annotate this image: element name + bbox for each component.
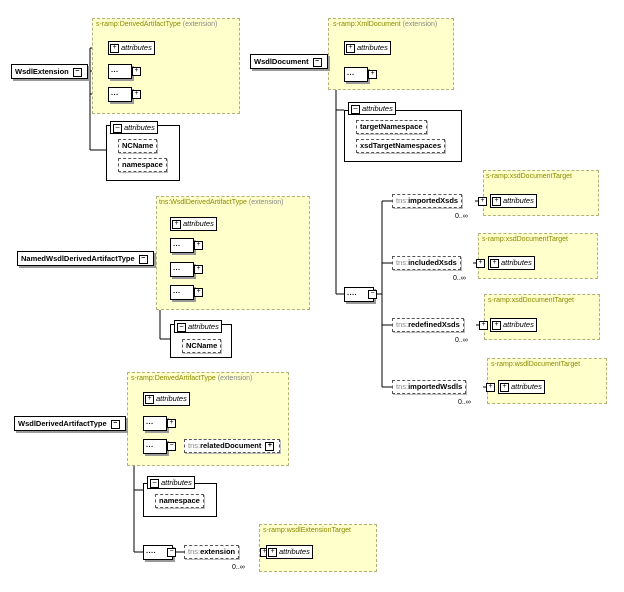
sequence-expand-icon[interactable]: + [194, 288, 203, 297]
expand-icon[interactable]: + [172, 219, 181, 229]
collapse-icon[interactable]: − [113, 123, 122, 133]
wsdl-derived-namespace-attribute[interactable]: namespace [155, 494, 204, 508]
extension-target-type: s-ramp:wsdlExtensionTarget [263, 527, 351, 534]
wsdl-derived-sequence-2[interactable]: ··· [143, 439, 167, 454]
wsdl-document-attributes[interactable]: +attributes [344, 41, 391, 55]
wsdl-document-child-sequence[interactable]: ···· [344, 287, 374, 302]
sequence-expand-icon-1[interactable]: + [132, 67, 141, 76]
wsdl-document-base-type: s-ramp:XmlDocument (extension) [333, 21, 438, 28]
expand-icon[interactable]: + [492, 320, 501, 330]
named-wsdl-attr-header[interactable]: −attributes [174, 320, 222, 333]
wsdl-derived-base-type: s-ramp:DerivedArtifactType (extension) [131, 375, 253, 382]
named-wsdl-base-type: tns:WsdlDerivedArtifactType (extension) [159, 199, 284, 206]
imported-xsds-element[interactable]: tns:importedXsds [392, 194, 463, 208]
named-sequence-2[interactable]: ··· [170, 262, 194, 277]
expand-icon[interactable]: + [476, 259, 485, 268]
wsdl-extension-attributes[interactable]: +attributes [108, 41, 155, 55]
named-ncname-attribute[interactable]: NCName [182, 339, 222, 353]
imported-xsds-occurrence: 0..∞ [455, 213, 468, 220]
wsdl-derived-sequence-1[interactable]: ··· [143, 416, 167, 431]
sequence-expand-icon[interactable]: + [194, 241, 203, 250]
included-xsds-target-type: s-ramp:xsdDocumentTarget [482, 236, 568, 243]
wsdl-extension-element[interactable]: WsdlExtension− [11, 64, 88, 79]
collapse-icon[interactable]: − [138, 254, 148, 264]
collapse-icon[interactable]: − [110, 419, 120, 429]
wsdl-derived-sequence-3[interactable]: ···· [143, 545, 173, 560]
related-document-element[interactable]: tns:relatedDocument+ [184, 439, 281, 453]
redefined-xsds-target-type: s-ramp:xsdDocumentTarget [488, 297, 574, 304]
expand-icon[interactable]: + [479, 321, 488, 330]
sequence-expand-icon[interactable]: + [368, 70, 377, 79]
collapse-icon[interactable]: − [150, 478, 159, 488]
wsdl-derived-element[interactable]: WsdlDerivedArtifactType− [14, 416, 126, 431]
included-xsds-occurrence: 0..∞ [453, 275, 466, 282]
collapse-icon[interactable]: − [351, 104, 360, 114]
ncname-attribute[interactable]: NCName [118, 139, 158, 153]
sequence-expand-icon-2[interactable]: + [132, 90, 141, 99]
expand-icon[interactable]: + [490, 258, 499, 268]
expand-icon[interactable]: + [478, 197, 487, 206]
child-sequence-collapse-icon[interactable]: − [368, 290, 377, 299]
imported-xsds-target-type: s-ramp:xsdDocumentTarget [486, 173, 572, 180]
named-wsdl-attributes[interactable]: +attributes [170, 217, 217, 231]
redefined-xsds-target-panel [484, 294, 600, 340]
imported-wsdls-element[interactable]: tns:importedWsdls [392, 380, 467, 394]
wsdl-document-attr-group [344, 110, 462, 162]
sequence-compositor-1[interactable]: ··· [108, 64, 132, 79]
expand-icon[interactable]: + [110, 43, 119, 53]
collapse-icon[interactable]: − [177, 322, 186, 332]
named-sequence-3[interactable]: ··· [170, 285, 194, 300]
extension-element[interactable]: tns:extension [184, 545, 240, 559]
collapse-icon[interactable]: − [312, 57, 322, 67]
expand-icon[interactable]: + [265, 441, 275, 451]
expand-icon[interactable]: + [486, 383, 495, 392]
extension-occurrence: 0..∞ [232, 564, 245, 571]
expand-icon[interactable]: + [145, 394, 154, 404]
sequence-expand-icon[interactable]: + [167, 419, 176, 428]
wsdl-extension-base-type: s-ramp:DerivedArtifactType (extension) [96, 21, 218, 28]
imported-xsds-target-panel [483, 170, 599, 216]
included-xsds-element[interactable]: tns:includedXsds [392, 256, 461, 270]
redefined-xsds-occurrence: 0..∞ [455, 337, 468, 344]
expand-icon[interactable]: + [492, 196, 501, 206]
imported-wsdls-attributes[interactable]: +attributes [498, 380, 545, 394]
sequence-collapse-icon[interactable]: − [167, 548, 176, 557]
redefined-xsds-attributes[interactable]: +attributes [490, 318, 537, 332]
sequence-collapse-icon[interactable]: − [167, 442, 176, 451]
extension-attributes[interactable]: +attributes [266, 545, 313, 559]
imported-xsds-attributes[interactable]: +attributes [490, 194, 537, 208]
wsdl-document-element[interactable]: WsdlDocument− [250, 54, 328, 69]
wsdl-extension-attr-header[interactable]: −attributes [110, 121, 158, 134]
wsdl-document-sequence[interactable]: ··· [344, 67, 368, 82]
sequence-expand-icon[interactable]: + [194, 265, 203, 274]
expand-icon[interactable]: + [268, 547, 277, 557]
expand-icon[interactable]: + [346, 43, 355, 53]
wsdl-derived-attributes[interactable]: +attributes [143, 392, 190, 406]
xsd-target-namespaces-attribute[interactable]: xsdTargetNamespaces [356, 139, 446, 153]
expand-icon[interactable]: + [500, 382, 509, 392]
wsdl-derived-attr-header[interactable]: −attributes [147, 476, 195, 489]
sequence-compositor-2[interactable]: ··· [108, 87, 132, 102]
named-wsdl-element[interactable]: NamedWsdlDerivedArtifactType− [17, 251, 154, 266]
target-namespace-attribute[interactable]: targetNamespace [356, 120, 427, 134]
named-sequence-1[interactable]: ··· [170, 238, 194, 253]
wsdl-document-attr-header[interactable]: −attributes [348, 102, 396, 115]
imported-wsdls-occurrence: 0..∞ [458, 399, 471, 406]
namespace-attribute[interactable]: namespace [118, 158, 167, 172]
collapse-icon[interactable]: − [72, 67, 82, 77]
included-xsds-attributes[interactable]: +attributes [488, 256, 535, 270]
imported-wsdls-target-type: s-ramp:wsdlDocumentTarget [491, 361, 581, 368]
redefined-xsds-element[interactable]: tns:redefinedXsds [392, 318, 464, 332]
